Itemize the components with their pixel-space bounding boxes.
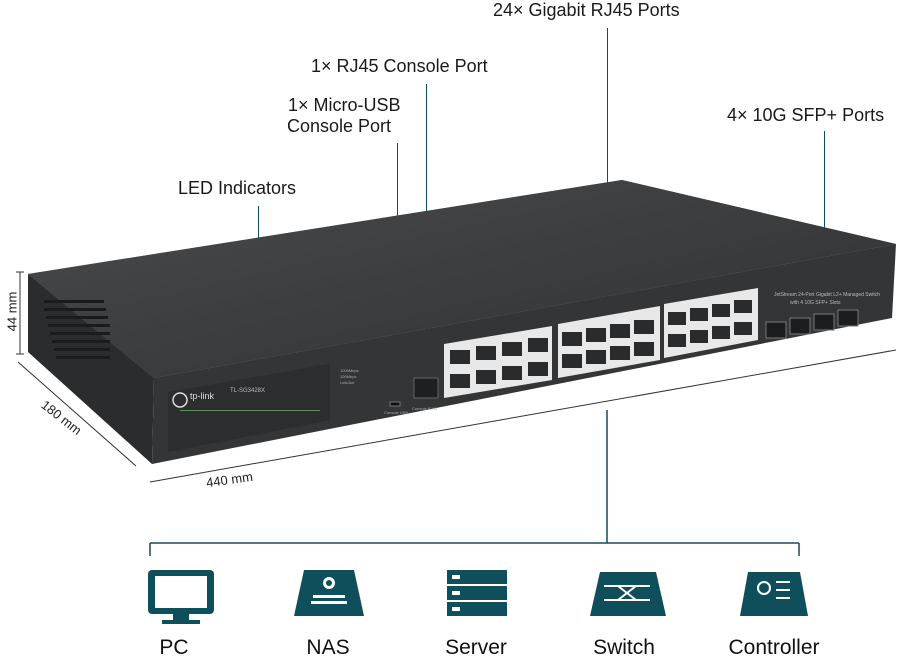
usb-console-callout-line2: Console Port <box>287 116 392 136</box>
usb-console-callout: 1× Micro-USB Console Port <box>287 95 401 137</box>
console-rj45-label: Console RJ45 <box>412 406 438 411</box>
gigabit-ports-callout: 24× Gigabit RJ45 Ports <box>493 0 680 20</box>
console-usb-label: Console USB <box>384 410 408 415</box>
device-label-nas: NAS <box>306 636 350 659</box>
pc-icon <box>148 570 214 624</box>
description-line1: JetStream 24-Port Gigabit L2+ Managed Sw… <box>774 292 880 298</box>
switch-left-side <box>28 274 154 464</box>
usb-console-callout-line1: 1× Micro-USB <box>288 95 401 115</box>
device-bracket <box>149 410 800 556</box>
usb-console-port <box>389 401 401 407</box>
switch-icon <box>590 572 666 616</box>
description-line2: with 4 10G SFP+ Slots <box>790 300 841 306</box>
controller-icon <box>740 572 808 616</box>
rj45-console-callout: 1× RJ45 Console Port <box>311 56 488 76</box>
led-indicators-callout: LED Indicators <box>178 178 297 198</box>
server-icon <box>447 570 507 616</box>
status-label-2: 100Mbps <box>340 374 356 379</box>
device-label-server: Server <box>445 636 507 659</box>
device-label-switch: Switch <box>593 636 655 659</box>
device-label-controller: Controller <box>728 636 820 659</box>
port-block-1 <box>444 326 552 398</box>
depth-dimension-line <box>17 361 137 467</box>
status-label-1: 1000Mbps <box>340 368 359 373</box>
height-dimension-label: 44 mm <box>4 291 20 332</box>
tp-link-logo <box>172 392 188 408</box>
device-label-pc: PC <box>159 636 189 659</box>
nas-icon <box>294 570 364 616</box>
status-label-3: Link/Act <box>340 380 355 385</box>
brand-text: tp-link <box>190 391 215 401</box>
sfp-ports <box>765 309 859 339</box>
model-text: TL-SG3428X <box>230 388 265 394</box>
sfp-ports-callout: 4× 10G SFP+ Ports <box>727 105 885 125</box>
width-dimension-line <box>149 349 897 483</box>
rj45-console-port <box>413 377 439 399</box>
